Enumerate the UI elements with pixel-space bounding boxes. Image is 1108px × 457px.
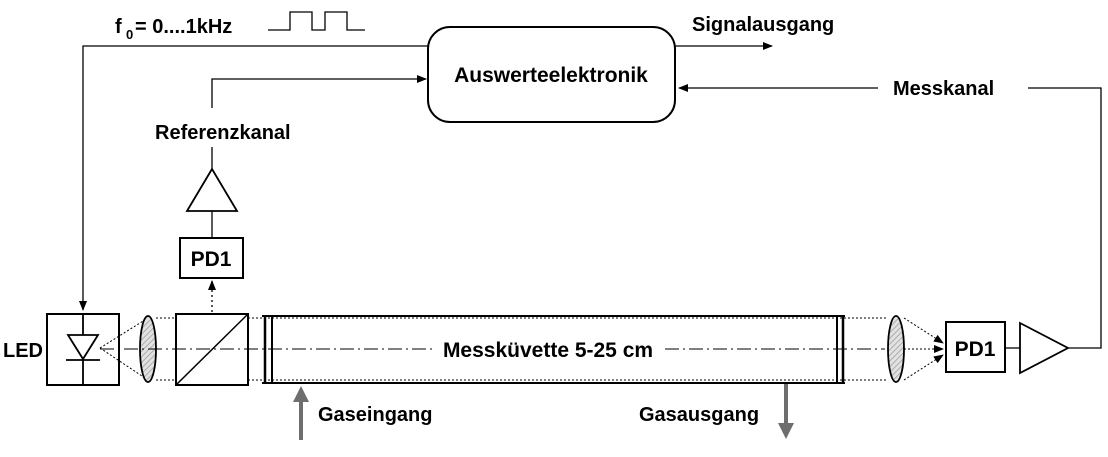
signal-output-label: Signalausgang bbox=[692, 14, 834, 36]
frequency-value: = 0....1kHz bbox=[135, 16, 232, 38]
gas-outlet-arrow bbox=[778, 384, 794, 439]
evaluation-electronics-label: Auswerteelektronik bbox=[454, 64, 648, 87]
converging-beam-lines bbox=[903, 317, 944, 381]
cuvette-label: Messküvette 5-25 cm bbox=[443, 339, 653, 362]
evaluation-electronics-box bbox=[427, 26, 676, 123]
led-label: LED bbox=[3, 340, 43, 362]
photodiode-reference bbox=[179, 237, 244, 279]
gas-inlet-label: Gaseingang bbox=[318, 404, 432, 426]
measurement-channel-label: Messkanal bbox=[893, 78, 994, 100]
square-wave-icon bbox=[268, 11, 365, 31]
led-beam-lines bbox=[99, 317, 149, 381]
led-diode-icon bbox=[66, 314, 100, 385]
frequency-subscript: 0 bbox=[126, 27, 133, 42]
lens-right bbox=[887, 315, 905, 383]
reference-amplifier bbox=[185, 167, 239, 212]
measurement-channel-line-right bbox=[1028, 87, 1102, 349]
photodiode-measurement bbox=[945, 321, 1006, 373]
photodiode-measurement-label: PD1 bbox=[955, 338, 996, 361]
reference-channel-label: Referenzkanal bbox=[155, 122, 291, 144]
photodiode-reference-label: PD1 bbox=[191, 248, 232, 271]
gas-outlet-label: Gasausgang bbox=[639, 404, 759, 426]
gas-inlet-arrow bbox=[293, 386, 309, 440]
modulation-line bbox=[79, 45, 428, 311]
reference-channel-line bbox=[211, 75, 427, 108]
frequency-prefix: f bbox=[115, 16, 122, 38]
beam-boundaries bbox=[156, 317, 888, 381]
measurement-amplifier bbox=[1019, 321, 1070, 375]
frequency-label: f 0 = 0....1kHz bbox=[115, 16, 232, 42]
